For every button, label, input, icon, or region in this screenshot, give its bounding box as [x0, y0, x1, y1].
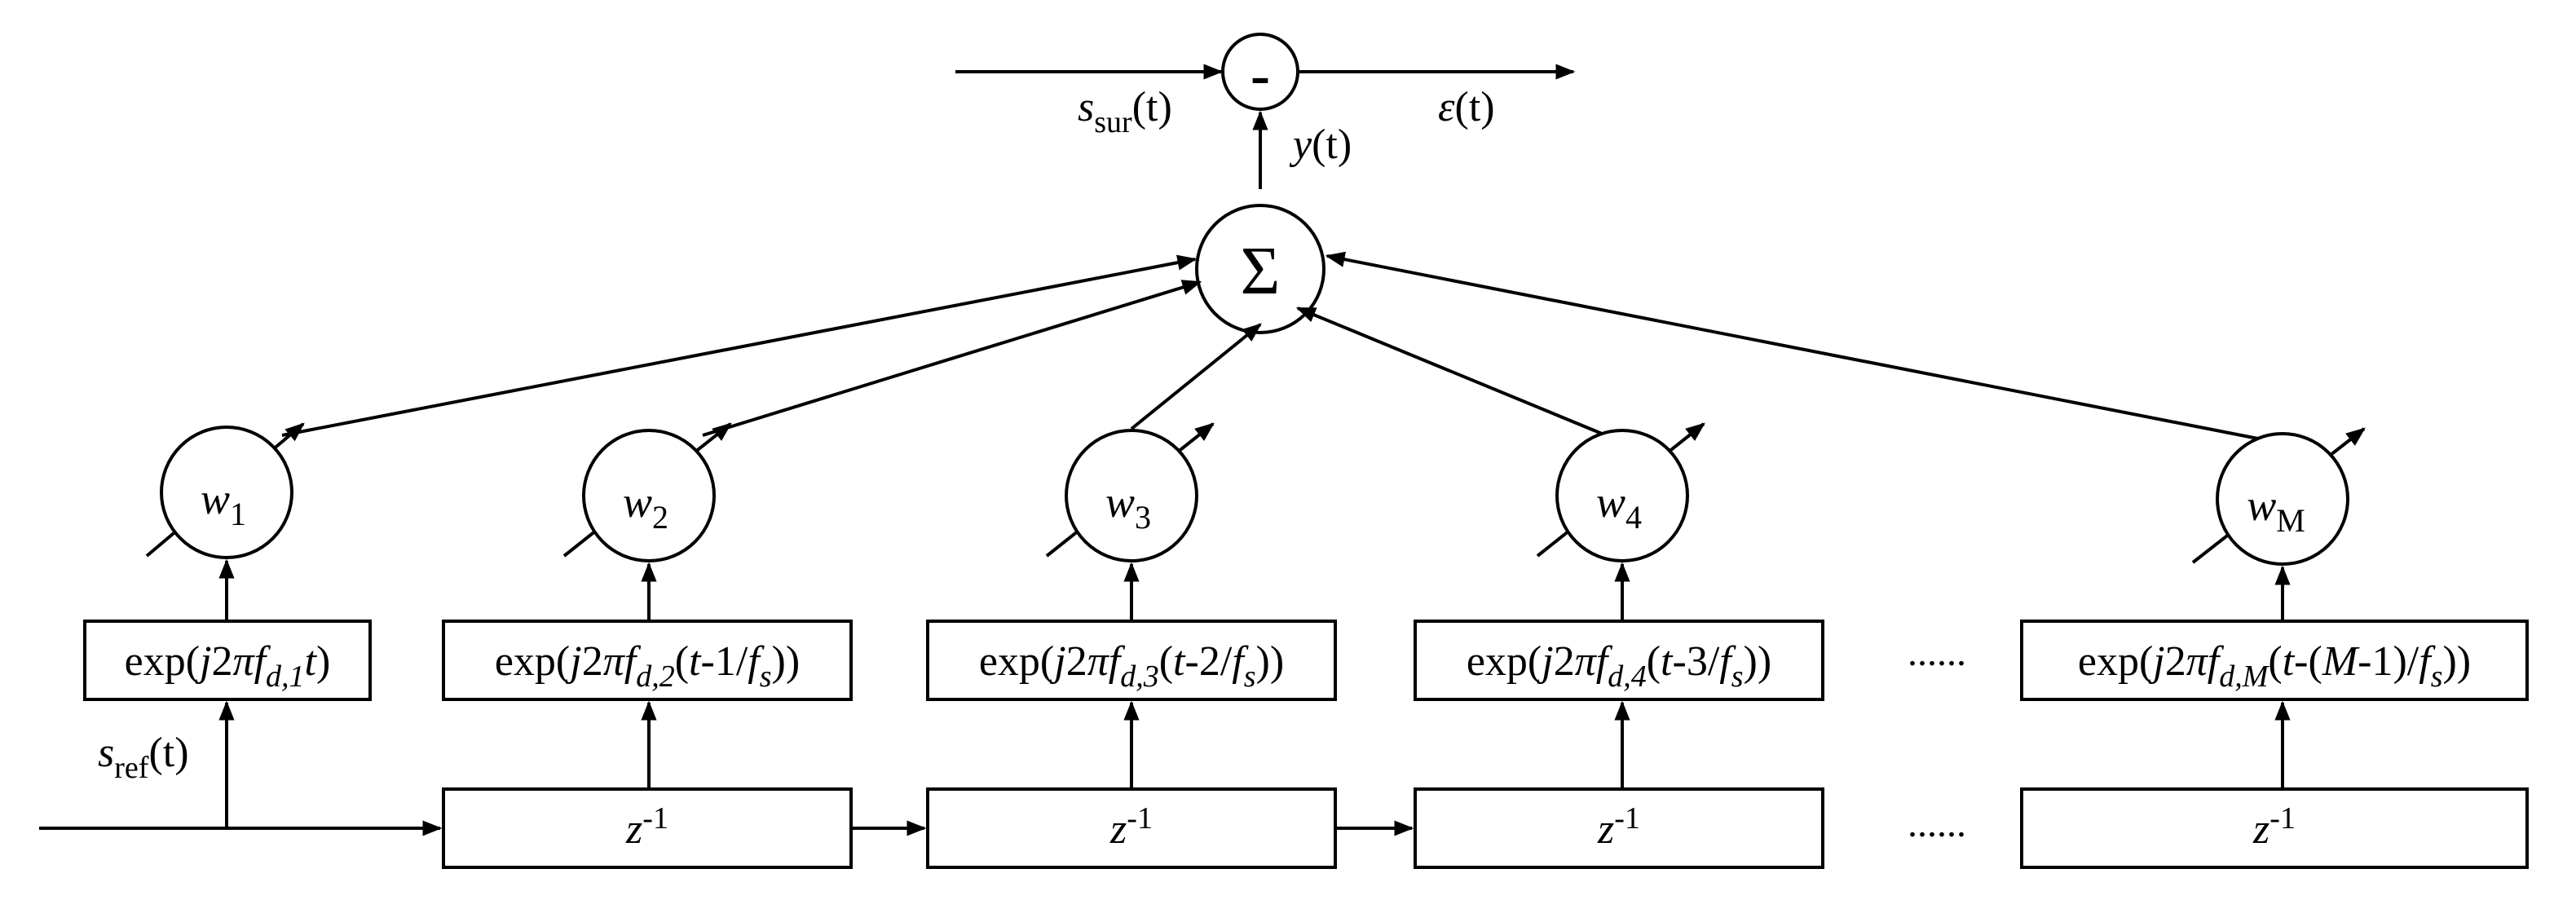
exp-box-2-frame	[442, 620, 853, 701]
w2-node	[582, 429, 716, 562]
delay-block-3-frame	[1414, 787, 1824, 869]
w4-to-summer-line	[1295, 307, 1607, 437]
exp-box-M-label: exp(j2πfd,M(t-(M-1)/fs))	[2078, 638, 2471, 694]
exp-box-3-label: exp(j2πfd,3(t-2/fs))	[979, 638, 1284, 694]
delay-block-1-label: z-1	[625, 801, 668, 853]
w4-label: w4	[1596, 478, 1642, 536]
exp-box-M: exp(j2πfd,M(t-(M-1)/fs))	[2020, 620, 2529, 701]
exp-box-4: exp(j2πfd,4(t-3/fs))	[1414, 620, 1824, 701]
w2-label: w2	[623, 478, 668, 536]
w1-to-summer-line	[281, 254, 1198, 437]
w2-to-summer-line	[702, 280, 1202, 437]
exp-box-M-frame	[2020, 620, 2529, 701]
exp-ellipsis: ......	[1908, 631, 1966, 674]
weight-tap-3: w3	[1045, 422, 1215, 621]
exp-box-1: exp(j2πfd,1t)	[83, 620, 372, 828]
exp-box-3-frame	[926, 620, 1337, 701]
exp-box-4-label: exp(j2πfd,4(t-3/fs))	[1467, 638, 1771, 694]
weight-tap-4: w4	[1536, 422, 1705, 621]
wM-to-summer-line	[1325, 251, 2267, 442]
y-label: y(t)	[1289, 121, 1352, 168]
error-label: ε(t)	[1438, 84, 1495, 130]
delay-block-2-label: z-1	[1109, 801, 1153, 853]
delay-block-3-label: z-1	[1597, 801, 1640, 853]
delay-block-3: z-1	[1414, 700, 1824, 869]
delay-block-2-frame	[926, 787, 1337, 869]
subtractor-symbol: -	[1251, 42, 1270, 108]
exp-box-1-frame	[83, 620, 372, 701]
delay-block-M-label: z-1	[2252, 801, 2296, 853]
exp-box-2-label: exp(j2πfd,2(t-1/fs))	[495, 638, 800, 694]
delay-block-2: z-1	[926, 700, 1337, 869]
wM-label: wM	[2247, 481, 2305, 539]
weight-tap-M: wM	[2191, 427, 2366, 621]
weight-tap-1: w1	[145, 422, 305, 621]
exp-box-2: exp(j2πfd,2(t-1/fs))	[442, 620, 853, 701]
delay-block-M-frame	[2020, 787, 2529, 869]
exp-box-4-frame	[1414, 620, 1824, 701]
weight-tap-2: w2	[562, 422, 732, 621]
w4-node	[1555, 429, 1689, 562]
w3-label: w3	[1105, 478, 1151, 536]
w3-node	[1065, 429, 1198, 562]
exp-box-3: exp(j2πfd,3(t-2/fs))	[926, 620, 1337, 701]
s-sur-label: ssur(t)	[1078, 84, 1172, 139]
w1-node	[160, 426, 293, 559]
summer-symbol: Σ	[1241, 233, 1281, 309]
w3-to-summer-line	[1130, 323, 1262, 430]
delay-block-1: z-1	[442, 700, 853, 869]
delay-block-M: z-1	[2020, 700, 2529, 869]
s-ref-label: sref(t)	[98, 730, 189, 785]
delay-ellipsis: ......	[1908, 802, 1966, 845]
wM-node	[2216, 432, 2349, 566]
w1-label: w1	[201, 474, 246, 532]
